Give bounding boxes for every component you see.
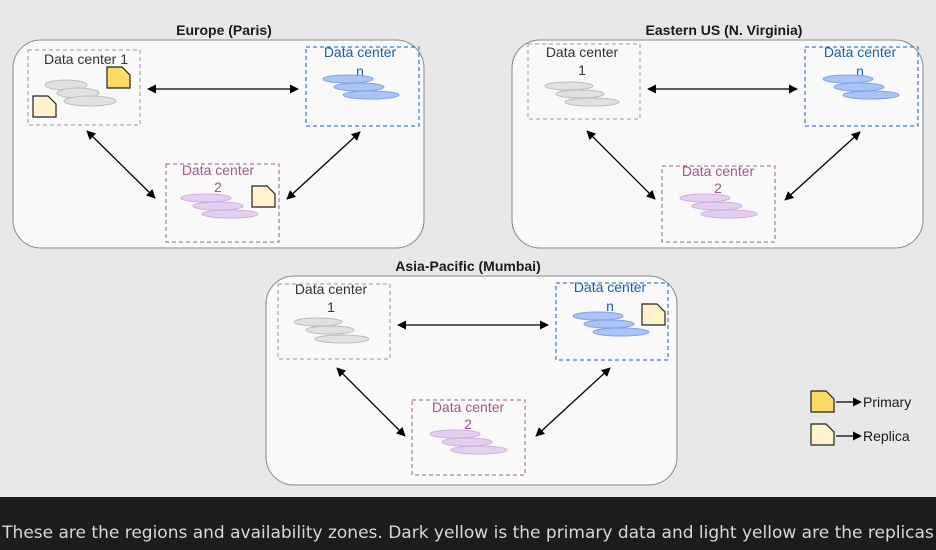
useast-dcn-sublabel: n — [856, 63, 864, 79]
caption-bar: These are the regions and availability z… — [0, 497, 936, 550]
useast-dcn-disks-icon — [822, 74, 900, 100]
apac-arrow-dcn-dc2 — [535, 367, 611, 437]
europe-dc2-disks-icon — [180, 193, 259, 219]
legend-primary-label: Primary — [863, 394, 911, 410]
useast-dc2: Data center 2 — [661, 163, 776, 243]
europe-dcn-disks-icon — [322, 74, 400, 100]
apac-dc2-label: Data center — [432, 399, 505, 415]
useast-dcn-box — [804, 46, 919, 127]
region-eastern-us-title: Eastern US (N. Virginia) — [646, 22, 803, 38]
apac-arrow-dc1-dc2 — [336, 367, 406, 437]
legend-primary-doc-icon — [810, 390, 835, 413]
apac-dc2-sublabel: 2 — [464, 416, 472, 432]
useast-arrow-dc1-dc2 — [586, 130, 656, 200]
europe-dc2-label: Data center — [182, 162, 255, 178]
useast-dcn-label: Data center — [824, 44, 897, 60]
useast-arrow-dcn-dc2 — [784, 131, 861, 201]
apac-dcn-sublabel: n — [606, 298, 614, 314]
useast-dcn: Data center n — [804, 44, 919, 127]
europe-dc2-replica-doc-icon — [251, 185, 276, 208]
europe-replica-doc-icon — [32, 95, 57, 118]
apac-dc2-box — [411, 399, 526, 476]
apac-dc1-label: Data center — [295, 281, 368, 297]
apac-dc2: Data center 2 — [411, 399, 526, 476]
useast-dc1-box — [527, 43, 641, 120]
apac-dc1-box — [277, 283, 391, 360]
apac-dcn-disks-icon — [572, 311, 650, 337]
apac-dc1: Data center 1 — [277, 281, 391, 360]
apac-dcn-box — [555, 282, 669, 361]
region-europe: Europe (Paris) Data center 1 Data center… — [12, 22, 425, 249]
europe-arrow-dcn-dc2 — [286, 131, 361, 200]
europe-dc2: Data center 2 — [165, 162, 280, 243]
useast-dc1: Data center 1 — [527, 43, 641, 120]
legend-replica-label: Replica — [863, 428, 910, 444]
useast-dc1-disks-icon — [544, 81, 620, 107]
europe-dc1-label: Data center 1 — [44, 51, 128, 67]
apac-dc1-disks-icon — [293, 317, 370, 344]
legend-replica-doc-icon — [810, 423, 835, 446]
apac-dc1-sublabel: 1 — [327, 299, 335, 315]
region-asia-pacific-title: Asia-Pacific (Mumbai) — [395, 258, 540, 274]
europe-primary-doc-icon — [106, 66, 131, 89]
apac-dcn-label: Data center — [574, 279, 647, 295]
diagram-svg: Europe (Paris) Data center 1 Data center… — [12, 22, 924, 486]
europe-dcn-box — [305, 46, 420, 127]
useast-dc2-label: Data center — [682, 163, 755, 179]
europe-dcn-label: Data center — [324, 44, 397, 60]
useast-dc2-box — [661, 165, 776, 243]
useast-dc1-label: Data center — [546, 44, 619, 60]
apac-dcn: Data center n — [555, 279, 669, 361]
region-europe-title: Europe (Paris) — [176, 22, 272, 38]
apac-dcn-replica-doc-icon — [641, 303, 666, 326]
region-eastern-us: Eastern US (N. Virginia) Data center 1 D… — [511, 22, 924, 249]
caption-text: These are the regions and availability z… — [2, 523, 934, 543]
region-asia-pacific: Asia-Pacific (Mumbai) Data center 1 Data… — [265, 258, 678, 486]
europe-dc1-box — [27, 49, 141, 126]
europe-dcn: Data center n — [305, 44, 420, 127]
useast-dc1-sublabel: 1 — [578, 62, 586, 78]
europe-dc2-sublabel: 2 — [214, 179, 222, 195]
europe-arrow-dc1-dc2 — [86, 130, 156, 199]
europe-dc1: Data center 1 — [27, 49, 141, 126]
legend: Primary Replica — [810, 390, 911, 446]
useast-dc2-disks-icon — [679, 193, 758, 219]
europe-dc1-disks-icon — [44, 79, 117, 107]
diagram-canvas: Europe (Paris) Data center 1 Data center… — [12, 22, 924, 486]
useast-dc2-sublabel: 2 — [714, 180, 722, 196]
europe-dc2-box — [165, 163, 280, 243]
apac-dc2-disks-icon — [429, 429, 508, 455]
europe-dcn-sublabel: n — [356, 63, 364, 79]
